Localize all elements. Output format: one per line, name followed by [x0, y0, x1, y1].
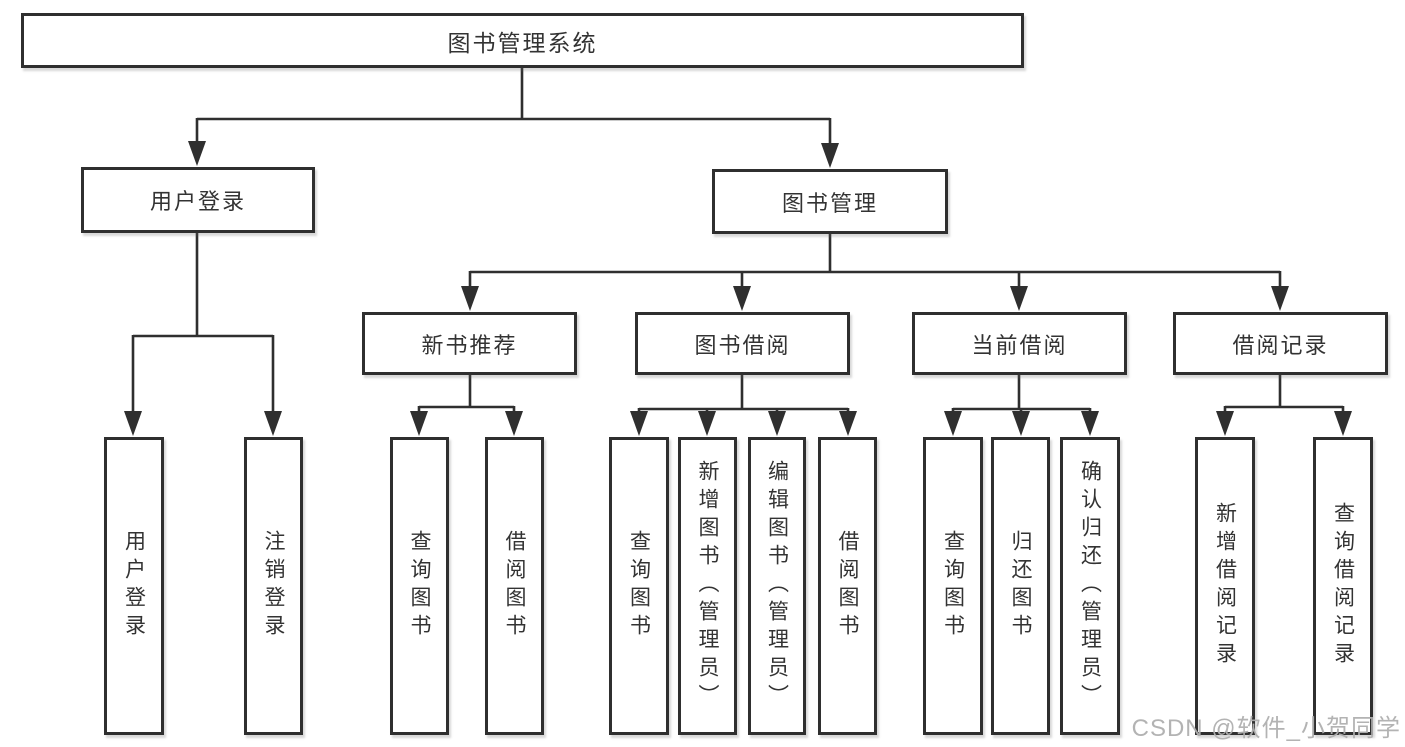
node-label: 注销登录	[262, 530, 285, 642]
node-label: 归还图书	[1009, 530, 1032, 642]
leaf-add-borrow-record: 新增借阅记录	[1195, 437, 1255, 735]
node-label: 查询图书	[941, 530, 965, 642]
node-label: 新增图书（管理员）	[696, 460, 719, 712]
leaf-return-book: 归还图书	[991, 437, 1050, 735]
leaf-add-book-admin: 新增图书（管理员）	[678, 437, 737, 735]
leaf-query-borrow-record: 查询借阅记录	[1313, 437, 1373, 735]
node-label: 借阅记录	[1232, 332, 1329, 358]
node-new-book-recommend: 新书推荐	[362, 312, 577, 375]
node-book-borrowing: 图书借阅	[635, 312, 850, 375]
node-label: 确认归还（管理员）	[1078, 460, 1102, 712]
node-book-management: 图书管理	[712, 169, 948, 234]
node-label: 图书管理系统	[447, 29, 598, 56]
leaf-confirm-return-admin: 确认归还（管理员）	[1060, 437, 1120, 735]
leaf-edit-book-admin: 编辑图书（管理员）	[748, 437, 806, 735]
node-label: 新书推荐	[421, 332, 518, 358]
node-user-login: 用户登录	[81, 167, 315, 233]
node-label: 查询图书	[627, 530, 651, 642]
leaf-query-book-current: 查询图书	[923, 437, 983, 735]
node-label: 借阅图书	[503, 530, 526, 642]
arrowhead-icons	[124, 141, 1352, 436]
csdn-watermark: CSDN @软件_小贺同学	[1131, 715, 1401, 742]
node-label: 用户登录	[149, 189, 246, 214]
node-label: 当前借阅	[971, 332, 1068, 358]
leaf-borrow-book: 借阅图书	[818, 437, 877, 735]
leaf-user-login: 用户登录	[104, 437, 164, 735]
node-label: 编辑图书（管理员）	[765, 460, 789, 712]
node-label: 用户登录	[122, 530, 146, 642]
node-current-borrowing: 当前借阅	[912, 312, 1127, 375]
leaf-logout: 注销登录	[244, 437, 303, 735]
node-borrowing-records: 借阅记录	[1173, 312, 1388, 375]
leaf-borrow-book-recommend: 借阅图书	[485, 437, 544, 735]
leaf-query-book-recommend: 查询图书	[390, 437, 449, 735]
node-label: 查询借阅记录	[1331, 502, 1355, 670]
node-label: 图书借阅	[694, 332, 791, 358]
leaf-query-book-borrow: 查询图书	[609, 437, 669, 735]
connector-paths	[131, 67, 1345, 416]
node-root-library-system: 图书管理系统	[21, 13, 1024, 68]
node-label: 查询图书	[408, 530, 431, 642]
node-label: 借阅图书	[836, 530, 859, 642]
node-label: 新增借阅记录	[1213, 502, 1237, 670]
node-label: 图书管理	[781, 190, 878, 216]
